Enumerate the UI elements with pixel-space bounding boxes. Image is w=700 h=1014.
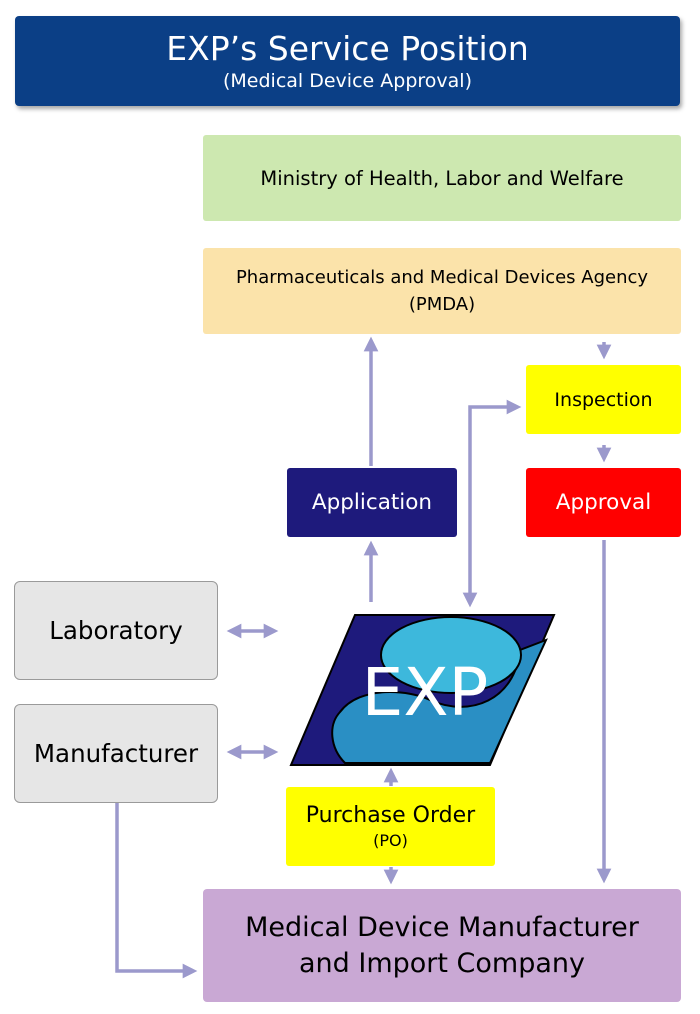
pmda-label-line1: Pharmaceuticals and Medical Devices Agen… <box>235 267 649 288</box>
purchase-order-node: Purchase Order (PO) <box>286 787 495 866</box>
laboratory-node: Laboratory <box>14 581 218 680</box>
po-label-line2: (PO) <box>373 830 408 850</box>
application-label: Application <box>311 490 433 515</box>
approval-label: Approval <box>555 490 652 515</box>
manufacturer-node: Manufacturer <box>14 704 218 803</box>
inspection-node: Inspection <box>526 365 681 434</box>
page-title: EXP’s Service Position <box>166 29 529 68</box>
inspection-label: Inspection <box>554 388 653 411</box>
laboratory-label: Laboratory <box>49 616 183 645</box>
approval-node: Approval <box>526 468 681 537</box>
ministry-node: Ministry of Health, Labor and Welfare <box>203 135 681 221</box>
manufacturer-label: Manufacturer <box>33 739 199 768</box>
pmda-node: Pharmaceuticals and Medical Devices Agen… <box>203 248 681 334</box>
ministry-label: Ministry of Health, Labor and Welfare <box>260 166 624 190</box>
pmda-label-line2: (PMDA) <box>408 294 476 315</box>
po-label-line1: Purchase Order <box>305 802 476 828</box>
exp-logo-text: EXP <box>362 654 489 731</box>
company-label-line1: Medical Device Manufacturer <box>245 911 639 943</box>
company-node: Medical Device Manufacturer and Import C… <box>203 889 681 1002</box>
page-subtitle: (Medical Device Approval) <box>223 70 472 92</box>
company-label-line2: and Import Company <box>298 947 586 979</box>
application-node: Application <box>287 468 457 537</box>
title-banner: EXP’s Service Position (Medical Device A… <box>15 16 680 106</box>
exp-logo-swoosh <box>331 638 548 764</box>
exp-logo-circle <box>380 616 522 694</box>
